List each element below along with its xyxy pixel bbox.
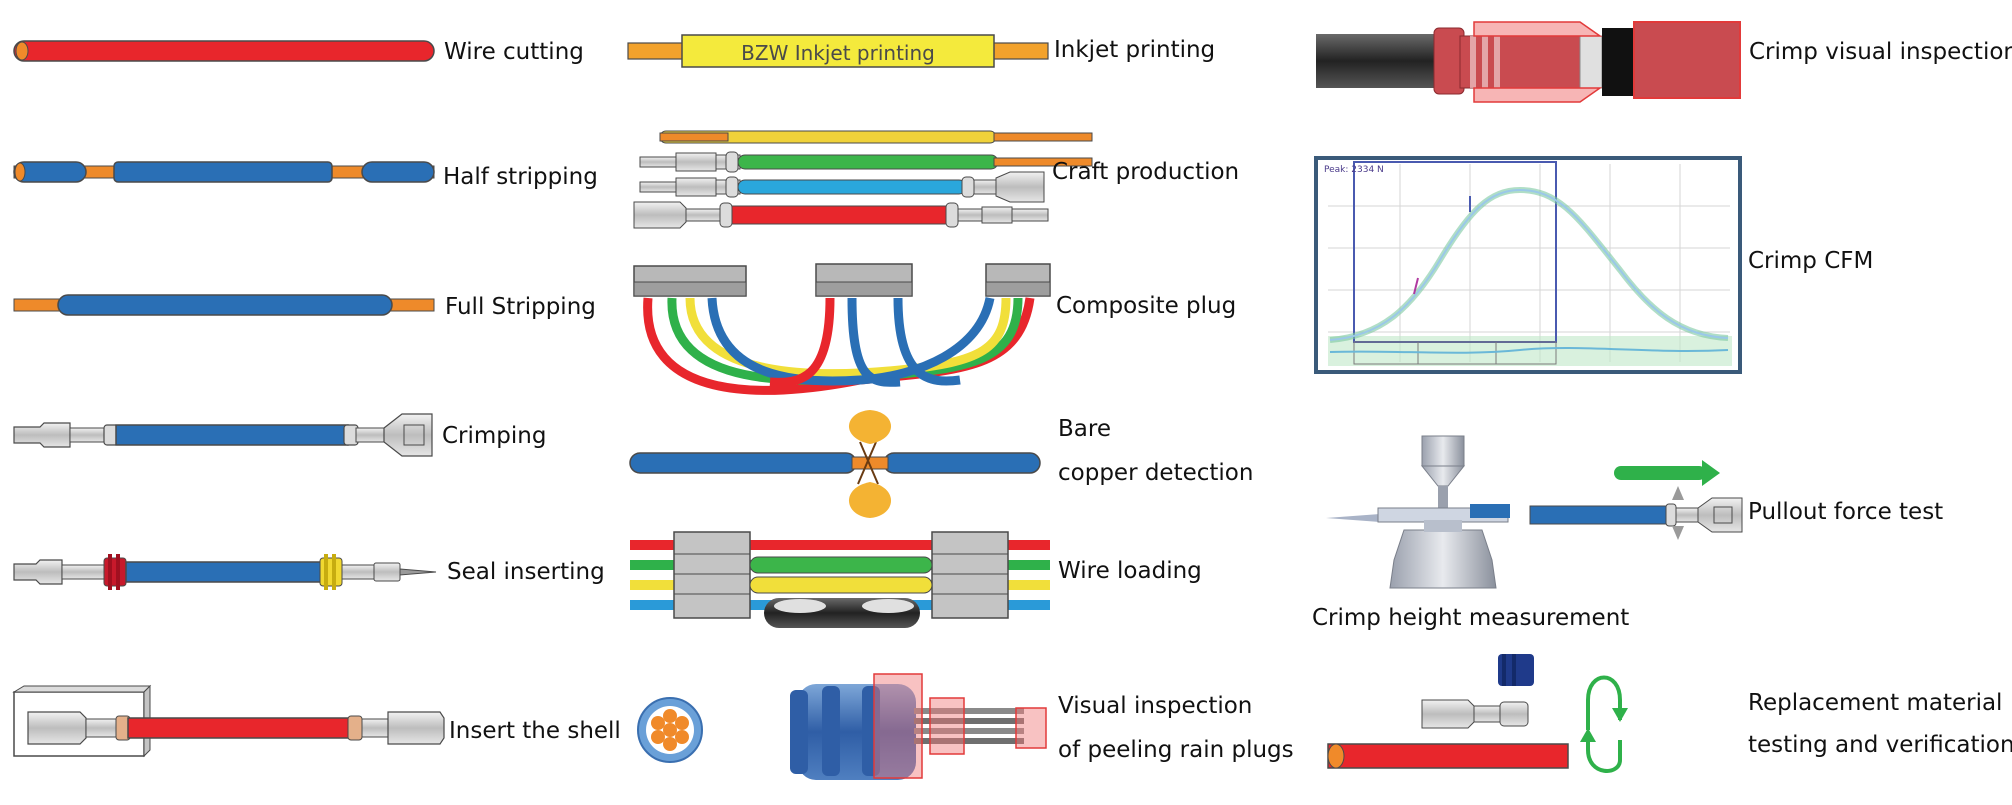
- crimp-cfm-chart: [1314, 156, 1742, 374]
- label-insert-shell: Insert the shell: [449, 718, 621, 744]
- replacement-illustration: [1327, 654, 1628, 773]
- label-crimp-cfm: Crimp CFM: [1748, 248, 1874, 274]
- label-crimping: Crimping: [442, 423, 547, 449]
- label-replacement-line1: Replacement material: [1748, 690, 2003, 716]
- half-stripping-illustration: [13, 161, 435, 183]
- crimp-visual-illustration: [1316, 21, 1741, 103]
- label-rain-plugs-line1: Visual inspection: [1058, 693, 1253, 719]
- craft-production-illustration: [633, 130, 1093, 229]
- seal-inserting-illustration: [13, 554, 437, 590]
- label-replacement-line2: testing and verification: [1748, 732, 2012, 758]
- label-rain-plugs-line2: of peeling rain plugs: [1058, 737, 1294, 763]
- label-crimp-height: Crimp height measurement: [1312, 605, 1630, 631]
- label-seal-inserting: Seal inserting: [447, 559, 605, 585]
- label-wire-loading: Wire loading: [1058, 558, 1202, 584]
- composite-plug-illustration: [633, 263, 1051, 395]
- inkjet-sleeve-text: BZW Inkjet printing: [741, 41, 935, 65]
- rain-plug-illustration: [790, 673, 1047, 780]
- label-craft-production: Craft production: [1052, 159, 1240, 185]
- label-composite-plug: Composite plug: [1056, 293, 1237, 319]
- cfm-peak-text: Peak: 2334 N: [1324, 165, 1384, 175]
- wire-loading-illustration: [630, 531, 1050, 628]
- label-bare-copper-line2: copper detection: [1058, 460, 1254, 486]
- label-inkjet-printing: Inkjet printing: [1054, 37, 1216, 63]
- label-bare-copper-line1: Bare: [1058, 416, 1111, 442]
- label-wire-cutting: Wire cutting: [444, 39, 584, 65]
- crimping-illustration: [13, 413, 433, 457]
- label-pullout-force: Pullout force test: [1748, 499, 1944, 525]
- inkjet-printing-illustration: [627, 34, 1049, 68]
- bare-copper-illustration: [629, 410, 1041, 518]
- label-half-stripping: Half stripping: [443, 164, 598, 190]
- wire-cross-section: [637, 697, 703, 763]
- insert-shell-illustration: [12, 684, 445, 758]
- full-stripping-illustration: [13, 294, 435, 316]
- pullout-force-illustration: [1529, 460, 1743, 540]
- label-crimp-visual: Crimp visual inspection: [1749, 39, 2012, 65]
- crimp-height-illustration: [1326, 435, 1510, 589]
- label-full-stripping: Full Stripping: [445, 294, 596, 320]
- wire-cutting-illustration: [13, 40, 435, 62]
